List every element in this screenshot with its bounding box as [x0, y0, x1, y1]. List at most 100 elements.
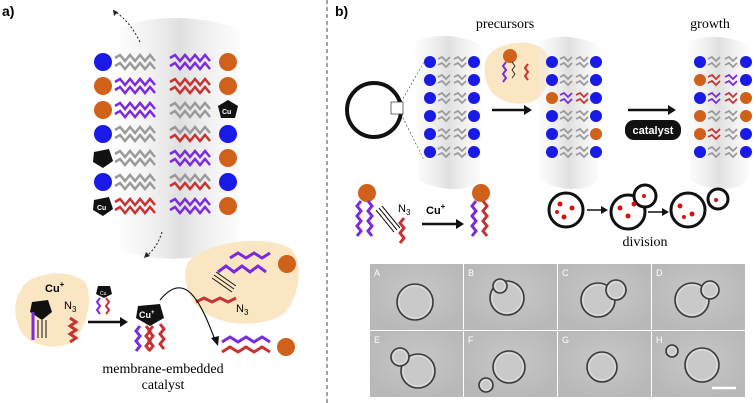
- panel-a-label: a): [2, 3, 14, 19]
- division-vesicle-1: [547, 191, 585, 229]
- headgroup: [546, 92, 558, 104]
- flip-arrow-top: [112, 9, 141, 43]
- growth-label: growth: [690, 17, 730, 32]
- headgroup: [694, 92, 706, 104]
- headgroup: [694, 56, 706, 68]
- reactant-blob: [185, 240, 299, 324]
- headgroup: [590, 128, 602, 140]
- headgroup: [94, 77, 112, 95]
- svg-text:Cu: Cu: [97, 205, 106, 212]
- micrograph-label: C: [562, 268, 569, 278]
- headgroup: [94, 53, 112, 71]
- micrograph-H: H: [652, 331, 745, 397]
- svg-text:Cu: Cu: [100, 291, 107, 297]
- micrograph-label: D: [656, 268, 663, 278]
- headgroup: [590, 92, 602, 104]
- product-a: [221, 335, 271, 344]
- headgroup: [219, 53, 237, 71]
- micrograph-D: D: [652, 264, 745, 330]
- catalyst-label: catalyst: [633, 125, 674, 137]
- headgroup: [740, 146, 752, 158]
- bilayer-b3: [694, 55, 752, 159]
- micrograph-label: A: [374, 268, 380, 278]
- headgroup: [546, 110, 558, 122]
- headgroup: [424, 74, 436, 86]
- catalyst-ligand: [218, 100, 238, 118]
- headgroup: [740, 128, 752, 140]
- headgroup: [740, 56, 752, 68]
- headgroup: [468, 74, 480, 86]
- cu-plus-label-a: Cu+: [45, 280, 65, 295]
- headgroup: [546, 56, 558, 68]
- micrograph-label: F: [468, 335, 474, 345]
- embedded-catalyst: [136, 304, 164, 326]
- bilayer-b1: [424, 55, 480, 159]
- headgroup: [740, 74, 752, 86]
- precursor-head: [358, 184, 376, 202]
- catalyst-ligand: [93, 197, 113, 216]
- headgroup: [468, 110, 480, 122]
- micrograph-G: G: [558, 331, 651, 397]
- headgroup: [740, 110, 752, 122]
- headgroup: [546, 146, 558, 158]
- small-catalyst: [96, 286, 112, 298]
- panel-b-label: b): [335, 3, 348, 19]
- headgroup: [219, 197, 237, 215]
- micrograph-F: F: [464, 331, 557, 397]
- bilayer-b2: [546, 55, 602, 159]
- azide-label-a2: N3: [236, 303, 249, 317]
- micrograph-B: B: [464, 264, 557, 330]
- headgroup: [590, 110, 602, 122]
- catalyst-ligand-a: [30, 300, 52, 320]
- headgroup: [424, 146, 436, 158]
- headgroup: [219, 173, 237, 191]
- headgroup: [694, 110, 706, 122]
- curved-arrow-a: [159, 287, 216, 341]
- caption-line2: catalyst: [142, 378, 185, 393]
- micrograph-label: B: [468, 268, 474, 278]
- azide-label-b: N3: [398, 203, 411, 217]
- headgroup: [590, 56, 602, 68]
- micrograph-label: E: [374, 335, 380, 345]
- headgroup: [424, 92, 436, 104]
- headgroup: [94, 101, 112, 119]
- cu-plus-label-b: Cu+: [426, 202, 446, 217]
- headgroup: [424, 128, 436, 140]
- headgroup: [94, 173, 112, 191]
- headgroup: [94, 125, 112, 143]
- micrograph-E: E: [370, 331, 463, 397]
- headgroup: [219, 125, 237, 143]
- micrograph-label: G: [562, 335, 569, 345]
- headgroup: [694, 74, 706, 86]
- headgroup: [590, 146, 602, 158]
- division-label: division: [622, 235, 667, 250]
- headgroup: [468, 146, 480, 158]
- azide-label-a: N3: [64, 300, 77, 314]
- micrograph-label: H: [656, 335, 663, 345]
- headgroup: [468, 56, 480, 68]
- azide-tail-a: [67, 316, 79, 344]
- micrograph-A: A: [370, 264, 463, 330]
- precursor-blob: [484, 42, 549, 104]
- micrograph-grid: A B C D E F G H: [370, 264, 745, 397]
- headgroup: [740, 92, 752, 104]
- headgroup: [424, 110, 436, 122]
- headgroup: [219, 149, 237, 167]
- headgroup: [219, 77, 237, 95]
- caption-line1: membrane-embedded: [102, 362, 223, 377]
- headgroup: [468, 128, 480, 140]
- catalyst-ligand: [93, 149, 113, 168]
- headgroup-orange-a2: [278, 255, 296, 273]
- headgroup: [694, 146, 706, 158]
- catalyst-pill: [625, 120, 681, 140]
- division-vesicle-3: [669, 191, 707, 229]
- cu-plus-label-embedded: Cu+: [139, 310, 155, 320]
- headgroup: [694, 128, 706, 140]
- headgroup: [590, 74, 602, 86]
- micrograph-C: C: [558, 264, 651, 330]
- headgroup: [424, 56, 436, 68]
- precursors-label: precursors: [476, 17, 534, 32]
- headgroup: [546, 74, 558, 86]
- headgroup: [546, 128, 558, 140]
